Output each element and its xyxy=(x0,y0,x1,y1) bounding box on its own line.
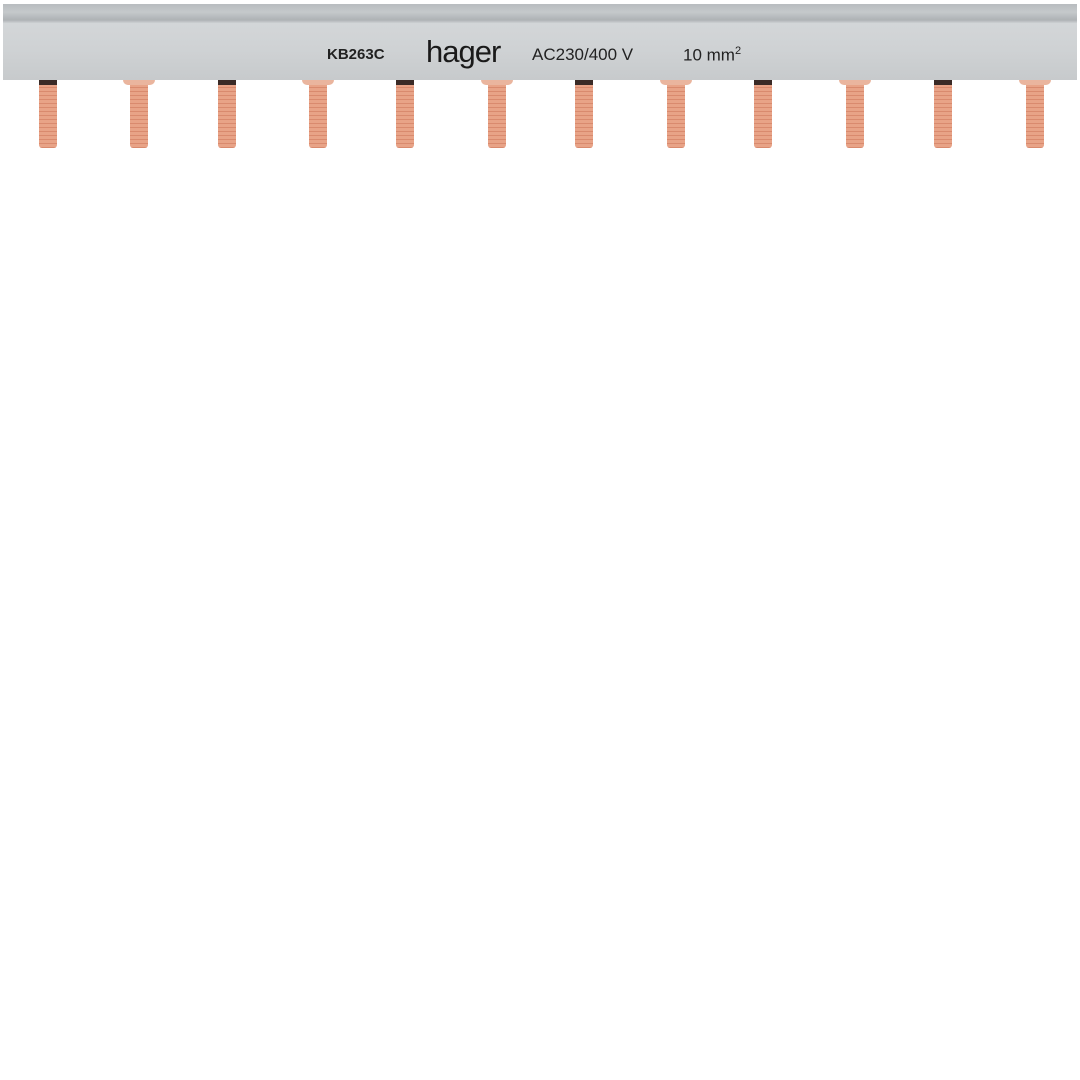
pin-stem xyxy=(396,84,414,148)
pin-stem xyxy=(488,84,506,148)
busbar-body xyxy=(3,4,1077,80)
busbar-top-ridge xyxy=(3,4,1077,24)
pin-cap xyxy=(754,80,772,85)
pin-cap xyxy=(39,80,57,85)
voltage-rating: AC230/400 V xyxy=(532,45,634,64)
pin-stem xyxy=(934,84,952,148)
connector-pin xyxy=(302,80,334,148)
pin-stem xyxy=(575,84,593,148)
pin-cap xyxy=(481,80,513,85)
connector-pin xyxy=(123,80,155,148)
pin-stem xyxy=(130,84,148,148)
pin-stem xyxy=(754,84,772,148)
cross-section-rating: 10 mm2 xyxy=(683,45,741,66)
connector-pin xyxy=(839,80,871,148)
connector-pin xyxy=(660,80,692,148)
cross-section-value: 10 mm xyxy=(683,45,735,65)
connector-pin xyxy=(39,80,57,148)
pin-cap xyxy=(302,80,334,85)
connector-pin xyxy=(934,80,952,148)
connector-pin xyxy=(754,80,772,148)
pin-cap xyxy=(660,80,692,85)
pin-stem xyxy=(846,84,864,148)
connector-pin xyxy=(396,80,414,148)
pin-stem xyxy=(39,84,57,148)
pin-cap xyxy=(575,80,593,85)
pin-cap xyxy=(123,80,155,85)
pin-stem xyxy=(1026,84,1044,148)
pin-cap xyxy=(396,80,414,85)
pin-cap xyxy=(218,80,236,85)
pin-stem xyxy=(218,84,236,148)
product-code: KB263C xyxy=(327,46,385,63)
pin-cap xyxy=(839,80,871,85)
brand-logo: hager xyxy=(426,34,501,69)
pin-cap xyxy=(1019,80,1051,85)
pin-stem xyxy=(667,84,685,148)
pin-cap xyxy=(934,80,952,85)
pin-stem xyxy=(309,84,327,148)
connector-pin xyxy=(575,80,593,148)
cross-section-exponent: 2 xyxy=(734,45,742,57)
connector-pin xyxy=(218,80,236,148)
connector-pin xyxy=(481,80,513,148)
connector-pin xyxy=(1019,80,1051,148)
